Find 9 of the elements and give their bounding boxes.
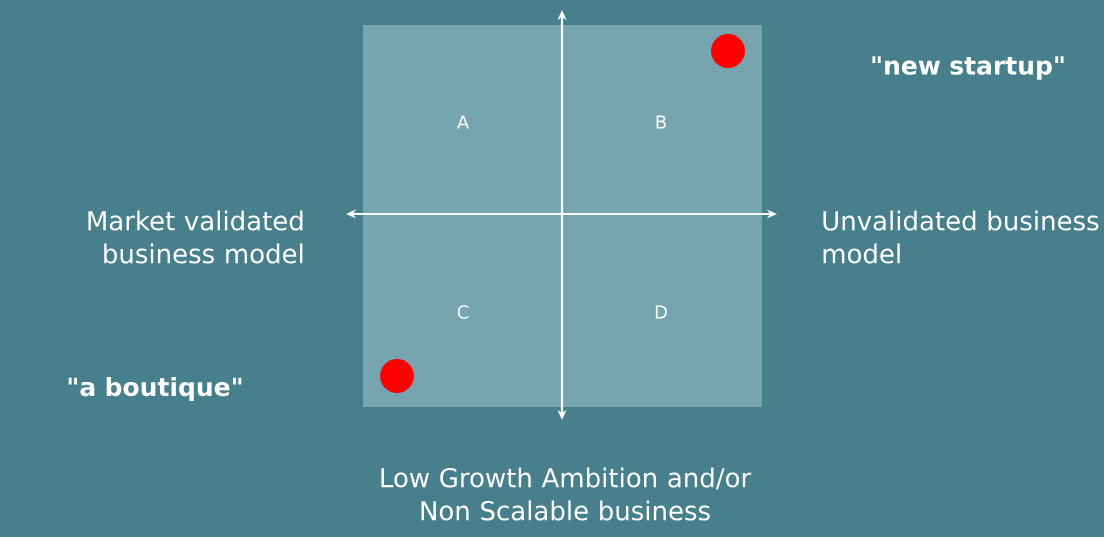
quadrant-letter: D <box>655 305 667 319</box>
quadrant-letter: C <box>457 305 469 319</box>
axis-label: Market validated business model <box>88 210 303 264</box>
quadrant-example-label: "new startup" <box>872 56 1064 80</box>
quadrant-example-label: "a boutique" <box>68 376 242 402</box>
quadrant-letter: B <box>656 115 666 129</box>
quadrant-letter: A <box>457 115 469 129</box>
axis-label: Low Growth Ambition and/or Non Scalable business <box>381 467 752 521</box>
axis-label: Unvalidated business model <box>823 210 1099 264</box>
